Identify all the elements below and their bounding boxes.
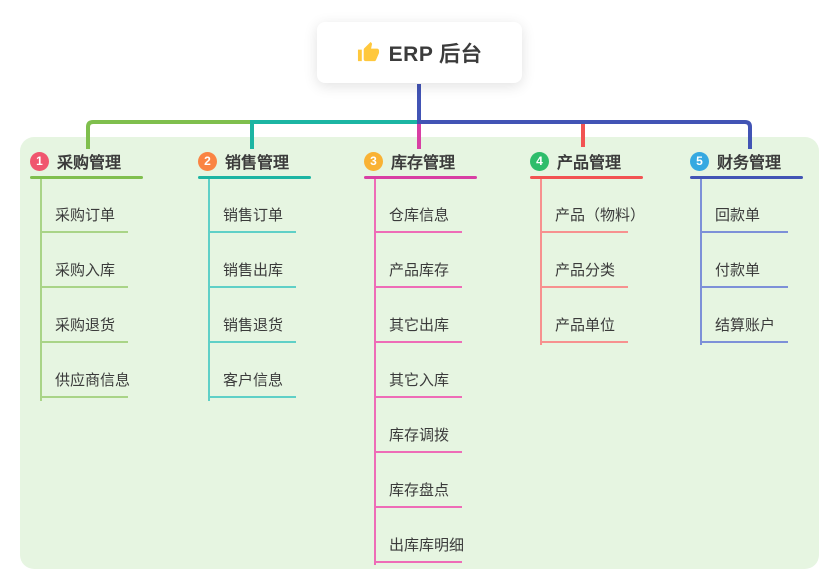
badge-5: 5 — [690, 151, 709, 171]
badge-3: 3 — [364, 151, 383, 171]
branch-product-header[interactable]: 4 产品管理 — [530, 150, 643, 172]
branch-label: 采购管理 — [57, 155, 122, 172]
branch-underline — [530, 176, 643, 179]
child-node[interactable]: 出库库明细 — [374, 531, 464, 563]
branch-underline — [690, 176, 803, 179]
child-node[interactable]: 采购退货 — [40, 311, 128, 343]
root-node-label: ERP 后台 — [388, 42, 483, 66]
child-node[interactable]: 付款单 — [700, 256, 788, 288]
branch-underline — [30, 176, 143, 179]
child-node[interactable]: 销售退货 — [208, 311, 296, 343]
branch-underline — [198, 176, 311, 179]
child-node[interactable]: 回款单 — [700, 201, 788, 233]
child-node[interactable]: 产品单位 — [540, 311, 628, 343]
branch-child-connector — [540, 179, 542, 345]
branch-label: 库存管理 — [391, 155, 456, 172]
child-node[interactable]: 供应商信息 — [40, 366, 130, 398]
badge-2: 2 — [198, 151, 217, 171]
branch-underline — [364, 176, 477, 179]
branch-child-connector — [208, 179, 210, 401]
branches-container — [20, 137, 819, 569]
branch-label: 产品管理 — [557, 155, 622, 172]
child-node[interactable]: 产品分类 — [540, 256, 628, 288]
branch-child-connector — [40, 179, 42, 401]
branch-product: 4 产品管理 产品（物料） 产品分类 产品单位 — [530, 150, 645, 345]
branch-purchase-header[interactable]: 1 采购管理 — [30, 150, 143, 172]
badge-1: 1 — [30, 151, 49, 171]
child-node[interactable]: 产品（物料） — [540, 201, 645, 233]
branch-sales-header[interactable]: 2 销售管理 — [198, 150, 311, 172]
branch-sales: 2 销售管理 销售订单 销售出库 销售退货 客户信息 — [198, 150, 311, 401]
branch-label: 销售管理 — [225, 155, 290, 172]
branch-child-connector — [700, 179, 702, 345]
child-node[interactable]: 其它入库 — [374, 366, 462, 398]
thumbs-up-icon — [357, 41, 379, 62]
badge-4: 4 — [530, 151, 549, 171]
branch-label: 财务管理 — [717, 155, 782, 172]
branch-inventory-header[interactable]: 3 库存管理 — [364, 150, 477, 172]
child-node[interactable]: 销售订单 — [208, 201, 296, 233]
branch-inventory: 3 库存管理 仓库信息 产品库存 其它出库 其它入库 库存调拨 库存盘点 出库库… — [364, 150, 477, 565]
branch-child-connector — [374, 179, 376, 565]
child-node[interactable]: 采购入库 — [40, 256, 128, 288]
branch-finance-header[interactable]: 5 财务管理 — [690, 150, 803, 172]
child-node[interactable]: 客户信息 — [208, 366, 296, 398]
child-node[interactable]: 产品库存 — [374, 256, 462, 288]
child-node[interactable]: 库存盘点 — [374, 476, 462, 508]
child-node[interactable]: 仓库信息 — [374, 201, 462, 233]
child-node[interactable]: 其它出库 — [374, 311, 462, 343]
branch-purchase: 1 采购管理 采购订单 采购入库 采购退货 供应商信息 — [30, 150, 143, 401]
child-node[interactable]: 库存调拨 — [374, 421, 462, 453]
child-node[interactable]: 销售出库 — [208, 256, 296, 288]
root-node[interactable]: ERP 后台 — [317, 22, 522, 83]
branch-finance: 5 财务管理 回款单 付款单 结算账户 — [690, 150, 803, 345]
child-node[interactable]: 结算账户 — [700, 311, 788, 343]
child-node[interactable]: 采购订单 — [40, 201, 128, 233]
